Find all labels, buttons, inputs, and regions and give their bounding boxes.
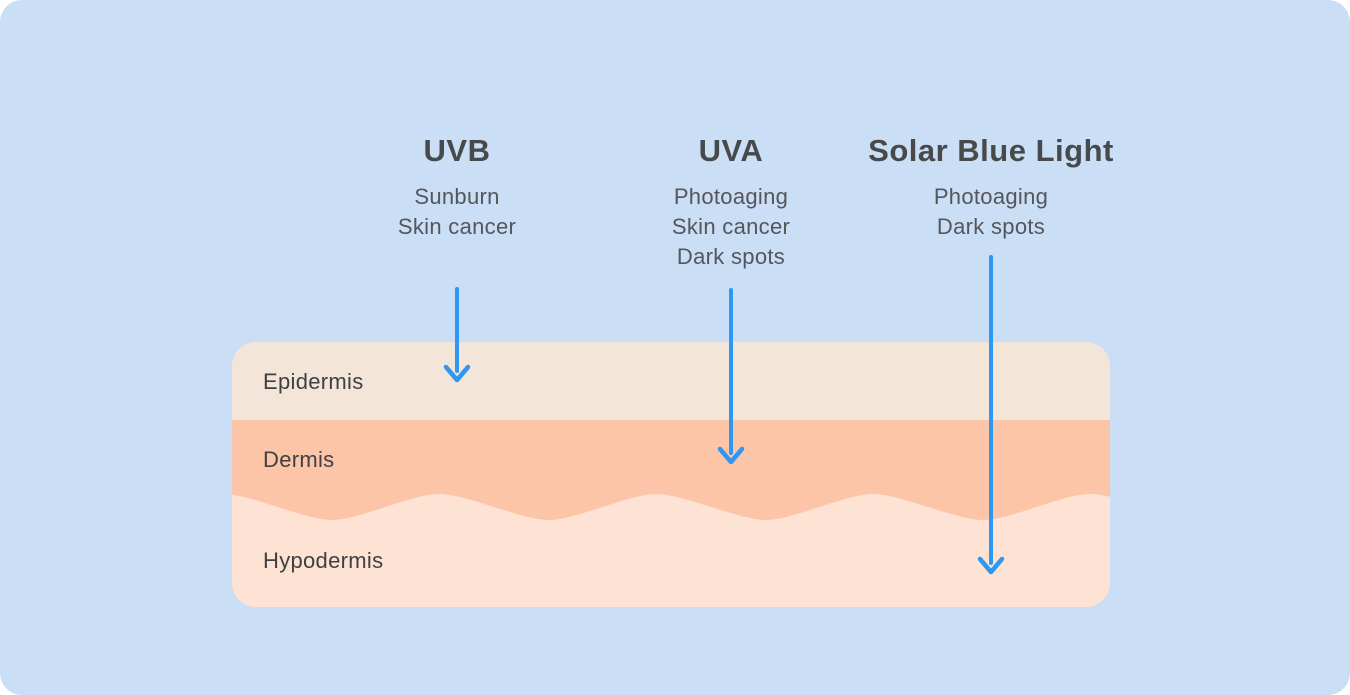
- layer-hypodermis-wave: [232, 494, 1110, 607]
- ray-column-uvb: UVB Sunburn Skin cancer: [297, 133, 617, 242]
- ray-effects-uva: Photoaging Skin cancer Dark spots: [571, 182, 891, 272]
- layer-label-epidermis: Epidermis: [263, 369, 364, 394]
- effect-item: Photoaging: [673, 184, 789, 209]
- effect-item: Dark spots: [936, 214, 1046, 239]
- layer-label-hypodermis: Hypodermis: [263, 548, 384, 573]
- uvb-penetration-arrow: [443, 287, 471, 383]
- solar-blue-light-penetration-arrow: [977, 255, 1005, 575]
- ray-effects-uvb: Sunburn Skin cancer: [297, 182, 617, 242]
- effect-item: Skin cancer: [671, 214, 791, 239]
- effect-item: Dark spots: [676, 244, 786, 269]
- ray-title-uva: UVA: [698, 133, 764, 168]
- ray-title-solar-blue-light: Solar Blue Light: [868, 133, 1114, 168]
- effect-item: Photoaging: [933, 184, 1049, 209]
- effect-item: Skin cancer: [397, 214, 517, 239]
- effect-item: Sunburn: [414, 184, 500, 209]
- ray-title-uvb: UVB: [423, 133, 491, 168]
- ray-effects-solar-blue-light: Photoaging Dark spots: [831, 182, 1151, 242]
- skin-card: Epidermis Dermis Hypodermis: [232, 342, 1110, 607]
- layer-label-dermis: Dermis: [263, 447, 335, 472]
- uva-penetration-arrow: [717, 288, 745, 465]
- ray-column-solar-blue-light: Solar Blue Light Photoaging Dark spots: [831, 133, 1151, 242]
- layer-epidermis: [232, 342, 1110, 420]
- ray-column-uva: UVA Photoaging Skin cancer Dark spots: [571, 133, 891, 272]
